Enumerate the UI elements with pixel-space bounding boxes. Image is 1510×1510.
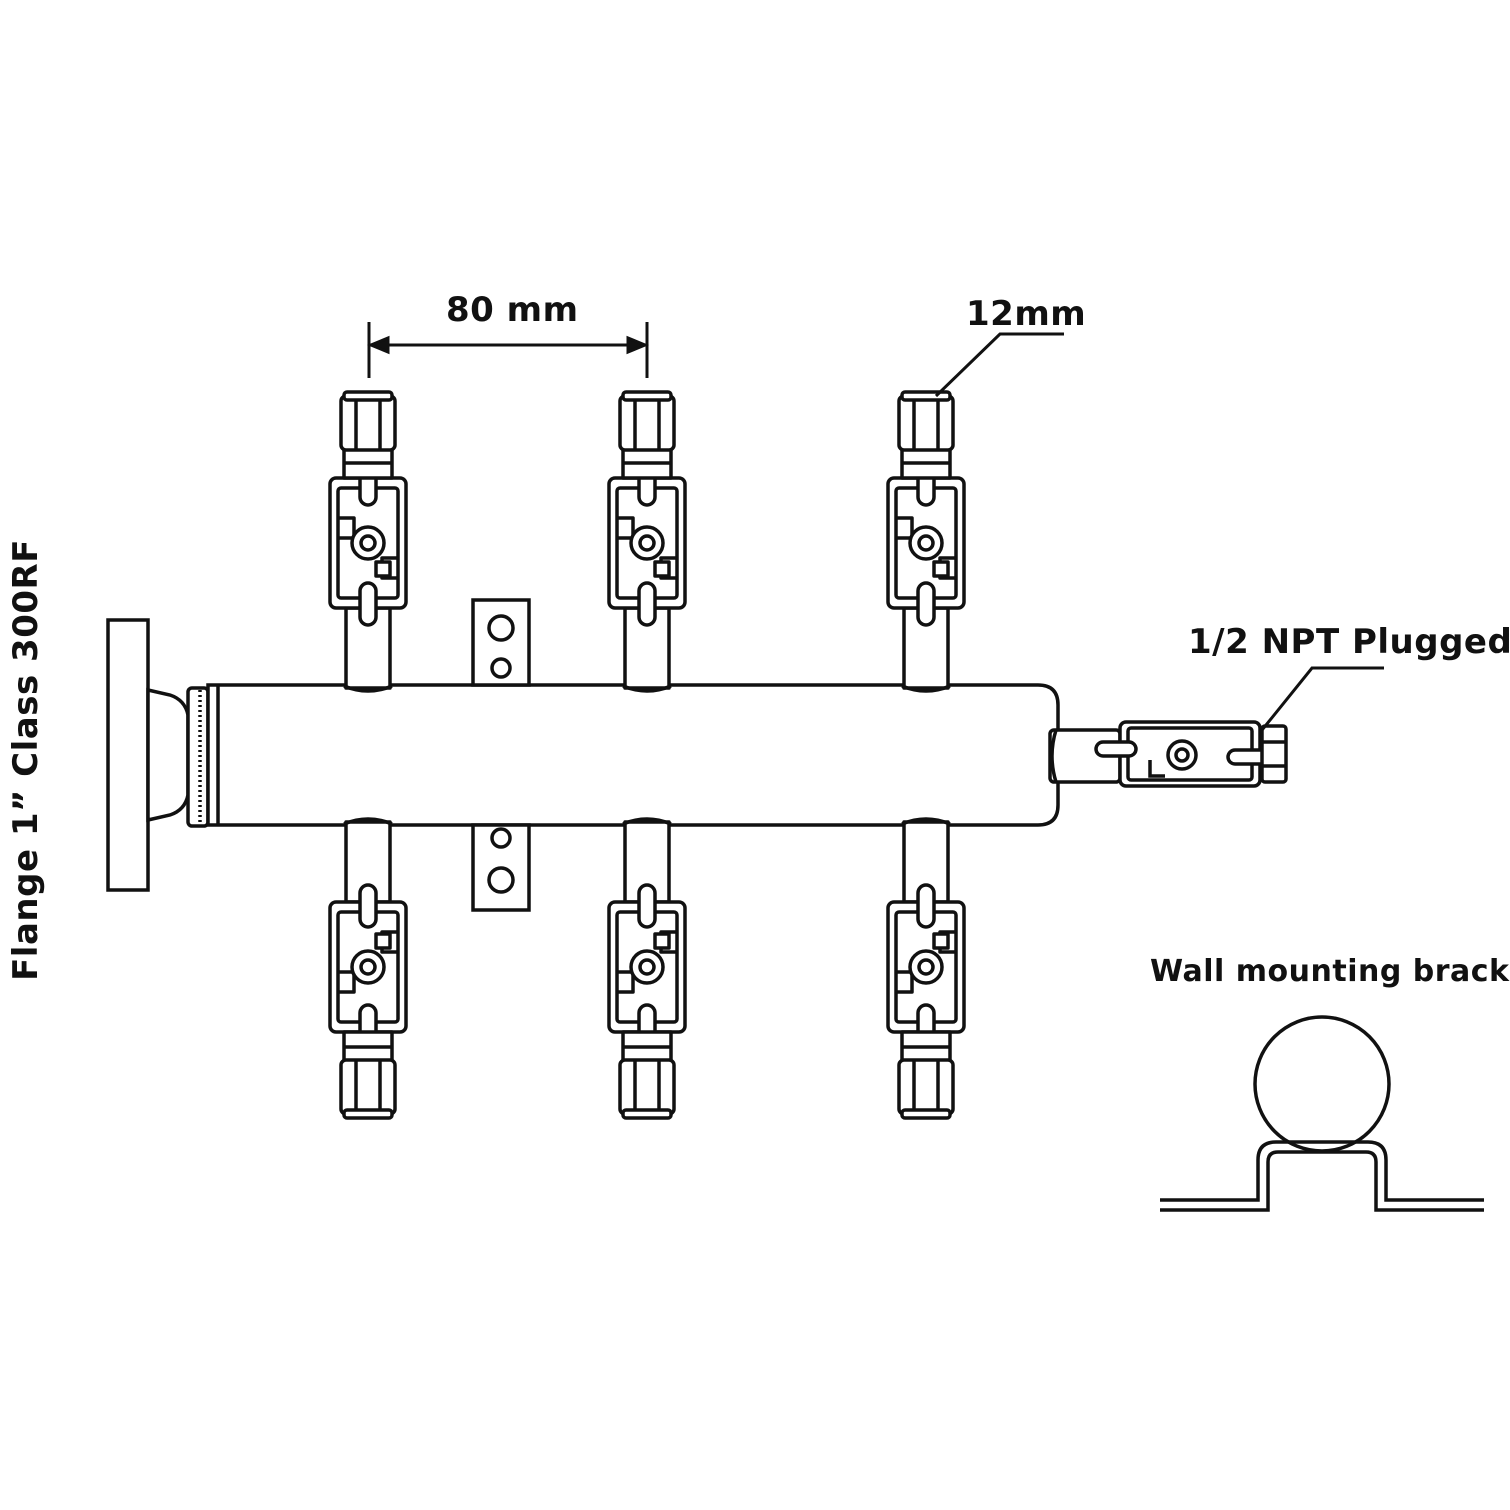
end-port-valve bbox=[1048, 720, 1288, 788]
flange bbox=[106, 618, 210, 892]
flange-label: Flange 1” Class 300RF bbox=[6, 539, 46, 981]
valve-top-2 bbox=[607, 390, 687, 693]
plugged-port-leader bbox=[1260, 666, 1384, 731]
tube-size-label: 12mm bbox=[966, 294, 1087, 334]
mounting-plate-bottom bbox=[471, 823, 531, 912]
header-pipe bbox=[206, 683, 1060, 827]
bracket-detail bbox=[1160, 1015, 1484, 1212]
valve-top-3 bbox=[886, 390, 966, 693]
plugged-port-label: 1/2 NPT Plugged bbox=[1188, 622, 1510, 662]
valve-bottom-3 bbox=[886, 817, 966, 1120]
valve-bottom-2 bbox=[607, 817, 687, 1120]
valve-top-1 bbox=[328, 390, 408, 693]
valve-bottom-1 bbox=[328, 817, 408, 1120]
tube-size-leader bbox=[934, 332, 1064, 398]
pitch-dimension-line bbox=[367, 322, 649, 378]
mounting-plate-top bbox=[471, 598, 531, 687]
pitch-dimension-label: 80 mm bbox=[446, 290, 579, 330]
bracket-label: Wall mounting bracket bbox=[1150, 954, 1510, 989]
